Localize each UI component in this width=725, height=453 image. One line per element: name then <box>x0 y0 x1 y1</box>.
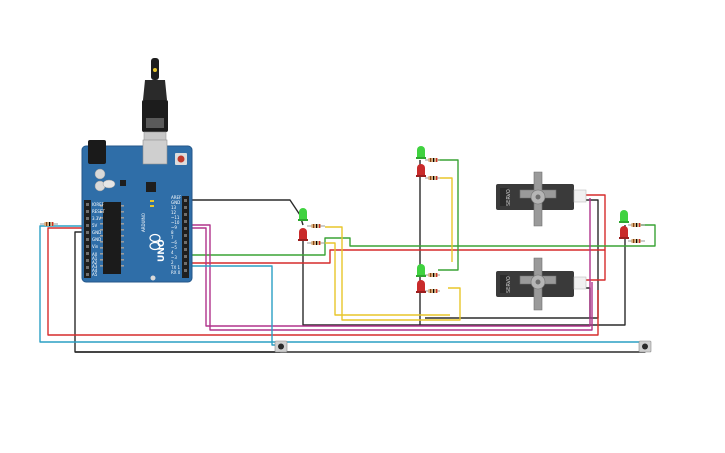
pin-label: 13 <box>171 205 177 210</box>
pin-label: 12 <box>171 210 177 215</box>
leds <box>298 146 629 293</box>
wire-magenta-1[interactable] <box>190 224 593 331</box>
wire-yellow-1[interactable] <box>325 226 461 321</box>
power-pin-label: GND <box>92 230 101 235</box>
analog-pin-label: A3 <box>92 264 98 269</box>
wire-green-1[interactable] <box>190 224 656 256</box>
led-red-2[interactable] <box>416 164 426 177</box>
power-jack <box>88 140 106 164</box>
analog-pin-label: A4 <box>92 268 98 273</box>
power-pin-label: GND <box>92 237 101 242</box>
pin-label: ~9 <box>171 225 177 230</box>
wire-black-bus[interactable] <box>302 160 421 326</box>
resistor-2b[interactable] <box>425 176 440 180</box>
pin-label: AREF <box>171 195 182 200</box>
wire-red-main[interactable] <box>190 194 606 264</box>
led-green-1[interactable] <box>298 208 308 221</box>
wire-black-left-2[interactable] <box>75 345 281 353</box>
resistor-4a[interactable] <box>628 223 645 227</box>
servo-2[interactable]: SERVO <box>496 257 587 311</box>
capacitor-1 <box>94 168 106 180</box>
pin-label: GND <box>171 200 180 205</box>
servo-1-label: SERVO <box>506 189 512 206</box>
wire-red-servo2[interactable] <box>585 250 606 281</box>
pin-label: TX 1 <box>170 265 180 270</box>
resistor-1a[interactable] <box>307 224 325 228</box>
led-red-1[interactable] <box>298 228 308 241</box>
wire-black-top[interactable] <box>190 199 304 226</box>
analog-pin-label: A5 <box>92 272 98 277</box>
power-pin-label: IOREF <box>92 202 105 207</box>
power-pin-label: RESET <box>92 209 105 214</box>
resistor-4b[interactable] <box>628 239 645 243</box>
wire-black-servo2[interactable] <box>585 287 591 318</box>
crystal <box>102 179 116 189</box>
pin-label: ~6 <box>171 240 177 245</box>
power-pin-label: Vin <box>92 244 99 249</box>
arduino-logo <box>149 233 161 251</box>
analog-pin-label: A0 <box>92 252 98 257</box>
power-pin-label: 3.3V <box>92 216 101 221</box>
pin-label: 2 <box>171 260 174 265</box>
analog-pin-label: A2 <box>92 260 98 265</box>
pushbutton-2[interactable] <box>638 340 652 353</box>
led-red-4[interactable] <box>619 226 629 239</box>
servo-1[interactable]: SERVO <box>496 171 587 227</box>
wire-green-2[interactable] <box>438 159 459 271</box>
pin-label: ~5 <box>171 245 177 250</box>
resistor-1b[interactable] <box>307 241 325 245</box>
led-green-4[interactable] <box>619 210 629 223</box>
pin-label: 7 <box>171 235 174 240</box>
resistors <box>40 158 645 293</box>
wire-magenta-2[interactable] <box>190 198 591 327</box>
pushbutton-1[interactable] <box>274 340 288 353</box>
wire-red-bottom[interactable] <box>47 227 599 336</box>
resistor-2a[interactable] <box>425 158 440 162</box>
analog-pin-label: A1 <box>92 256 98 261</box>
wire-blue-1[interactable] <box>190 265 280 346</box>
pin-label: RX 0 <box>171 270 181 275</box>
resistor-left[interactable] <box>40 222 58 226</box>
led-red-3[interactable] <box>416 280 426 293</box>
wire-yellow-3[interactable] <box>440 177 453 262</box>
microcontroller-chip <box>103 202 121 274</box>
resistor-3b[interactable] <box>425 289 440 293</box>
pin-label: 4 <box>171 250 174 255</box>
power-pin-label: 5V <box>92 223 98 228</box>
pin-label: 8 <box>171 230 174 235</box>
wires <box>39 159 656 353</box>
board-brand: ARDUINO <box>141 213 146 232</box>
board-name: UNO <box>157 239 167 262</box>
led-green-2[interactable] <box>416 146 426 159</box>
resistor-3a[interactable] <box>425 273 440 277</box>
arduino-board[interactable]: UNO ARDUINO <box>81 139 193 283</box>
pin-label: ~11 <box>171 215 180 220</box>
pin-label: ~3 <box>171 255 177 260</box>
usb-socket <box>142 139 168 165</box>
led-green-3[interactable] <box>416 264 426 277</box>
servo-2-label: SERVO <box>506 276 512 293</box>
usb-chip <box>146 182 156 192</box>
wire-black-servo1[interactable] <box>425 199 599 319</box>
wire-yellow-2[interactable] <box>325 242 450 316</box>
wire-black-bus-2[interactable] <box>420 225 626 326</box>
pin-label: ~10 <box>171 220 180 225</box>
